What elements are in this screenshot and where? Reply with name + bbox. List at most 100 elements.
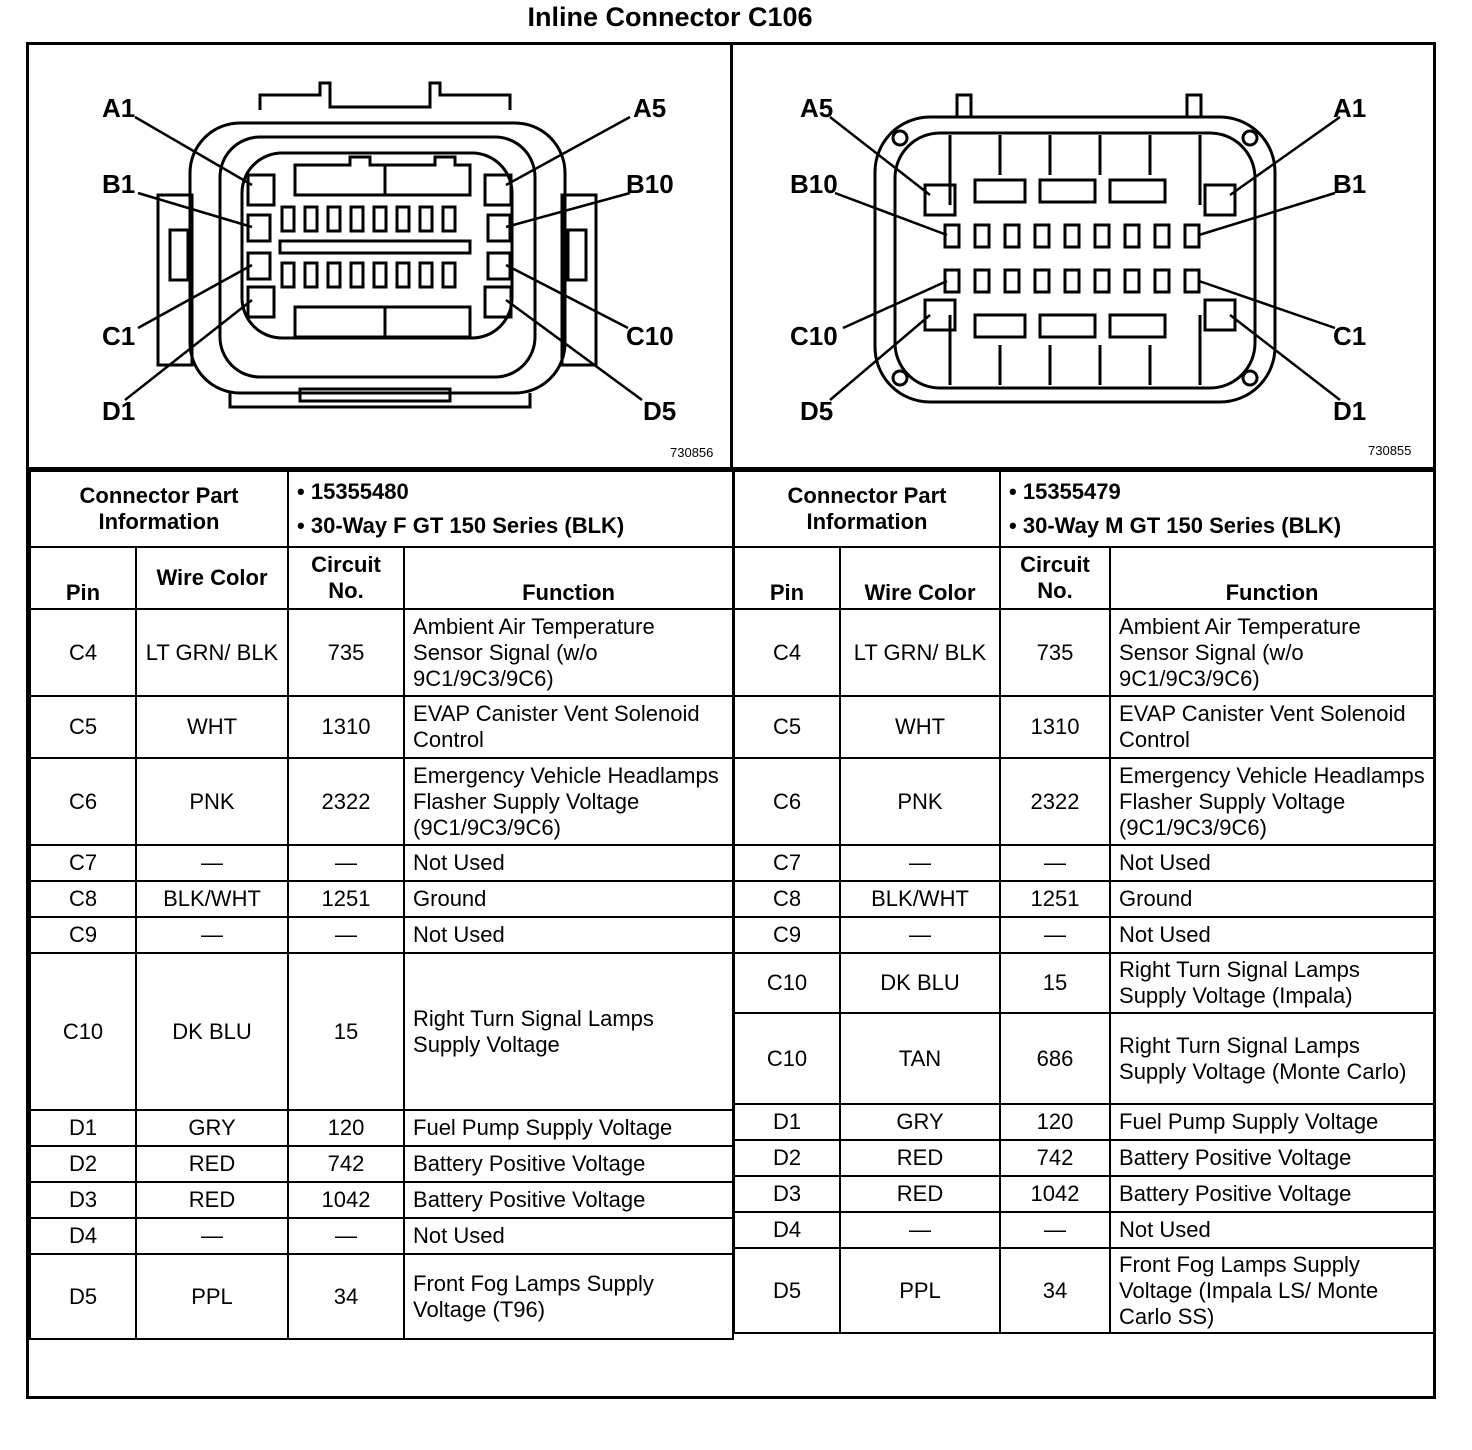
wire-color-cell: — bbox=[134, 844, 290, 882]
wire-color-cell: PPL bbox=[838, 1247, 1002, 1334]
wire-color-cell: — bbox=[838, 916, 1002, 954]
pin-cell: C10 bbox=[733, 1012, 841, 1105]
pin-cell: C8 bbox=[29, 880, 137, 918]
part-info-row: Connector Part Information • 15355479 • … bbox=[732, 470, 1436, 548]
wire-color-cell: GRY bbox=[134, 1109, 290, 1147]
function-cell: Fuel Pump Supply Voltage bbox=[403, 1109, 735, 1147]
wire-color-cell: PNK bbox=[838, 757, 1002, 846]
part-description: 30-Way M GT 150 Series (BLK) bbox=[1022, 513, 1342, 538]
function-cell: Front Fog Lamps Supply Voltage (Impala L… bbox=[1109, 1247, 1436, 1334]
function-cell: Right Turn Signal Lamps Supply Voltage bbox=[403, 952, 735, 1111]
wire-color-cell: WHT bbox=[134, 695, 290, 759]
col-header-function: Function bbox=[1109, 546, 1436, 610]
wire-color-cell: RED bbox=[134, 1181, 290, 1219]
pin-cell: C7 bbox=[733, 844, 841, 882]
table-row: D4——Not Used bbox=[29, 1217, 735, 1255]
circuit-cell: 120 bbox=[287, 1109, 406, 1147]
female-pinout-table: Connector Part Information • 15355480 • … bbox=[28, 470, 735, 1340]
pin-cell: C9 bbox=[29, 916, 137, 954]
function-cell: Not Used bbox=[403, 844, 735, 882]
circuit-cell: 15 bbox=[999, 952, 1112, 1014]
pin-label-b1: B1 bbox=[102, 169, 135, 199]
circuit-cell: — bbox=[999, 1211, 1112, 1249]
pin-cell: C10 bbox=[733, 952, 841, 1014]
table-row: C9——Not Used bbox=[733, 916, 1436, 954]
function-cell: Ambient Air Temperature Sensor Signal (w… bbox=[403, 608, 735, 697]
female-connector-drawing: A1 B1 C1 D1 A5 B10 C10 D5 730856 bbox=[102, 81, 713, 460]
function-cell: Ambient Air Temperature Sensor Signal (w… bbox=[1109, 608, 1436, 697]
pin-cell: D4 bbox=[29, 1217, 137, 1255]
pin-cell: D4 bbox=[733, 1211, 841, 1249]
pin-cell: C5 bbox=[733, 695, 841, 759]
wire-color-cell: LT GRN/ BLK bbox=[838, 608, 1002, 697]
pin-cell: D3 bbox=[29, 1181, 137, 1219]
pin-label-d1: D1 bbox=[102, 396, 135, 426]
pin-label-c10: C10 bbox=[626, 321, 674, 351]
pin-label-c1: C1 bbox=[102, 321, 135, 351]
function-cell: EVAP Canister Vent Solenoid Control bbox=[1109, 695, 1436, 759]
pin-cell: C6 bbox=[733, 757, 841, 846]
wire-color-cell: RED bbox=[134, 1145, 290, 1183]
wire-color-cell: — bbox=[838, 1211, 1002, 1249]
pin-label-d5: D5 bbox=[643, 396, 676, 426]
circuit-cell: — bbox=[999, 844, 1112, 882]
diagram-divider bbox=[730, 44, 733, 468]
wire-color-cell: PPL bbox=[134, 1253, 290, 1340]
col-header-wire-color: Wire Color bbox=[134, 546, 290, 610]
circuit-cell: — bbox=[287, 1217, 406, 1255]
function-cell: Ground bbox=[403, 880, 735, 918]
pin-cell: C6 bbox=[29, 757, 137, 846]
pin-label-c1: C1 bbox=[1333, 321, 1366, 351]
pin-label-d1: D1 bbox=[1333, 396, 1366, 426]
wire-color-cell: PNK bbox=[134, 757, 290, 846]
diagram-bottom-rule bbox=[26, 467, 1436, 470]
wire-color-cell: BLK/WHT bbox=[838, 880, 1002, 918]
table-row: C7——Not Used bbox=[29, 844, 735, 882]
part-info-label: Connector Part Information bbox=[732, 470, 1002, 548]
pin-cell: C10 bbox=[29, 952, 137, 1111]
page-title: Inline Connector C106 bbox=[527, 2, 813, 32]
circuit-cell: 735 bbox=[287, 608, 406, 697]
male-pinout-table: Connector Part Information • 15355479 • … bbox=[732, 470, 1436, 1334]
wire-color-cell: GRY bbox=[838, 1103, 1002, 1141]
wire-color-cell: BLK/WHT bbox=[134, 880, 290, 918]
pin-cell: D1 bbox=[29, 1109, 137, 1147]
part-description: 30-Way F GT 150 Series (BLK) bbox=[310, 513, 625, 538]
table-row: D4——Not Used bbox=[733, 1211, 1436, 1249]
circuit-cell: 742 bbox=[999, 1139, 1112, 1177]
wire-color-cell: DK BLU bbox=[838, 952, 1002, 1014]
circuit-cell: 1251 bbox=[287, 880, 406, 918]
function-cell: Front Fog Lamps Supply Voltage (T96) bbox=[403, 1253, 735, 1340]
wire-color-cell: TAN bbox=[838, 1012, 1002, 1105]
function-cell: Battery Positive Voltage bbox=[1109, 1175, 1436, 1213]
circuit-cell: 742 bbox=[287, 1145, 406, 1183]
circuit-cell: 15 bbox=[287, 952, 406, 1111]
function-cell: Battery Positive Voltage bbox=[403, 1181, 735, 1219]
circuit-cell: 1310 bbox=[999, 695, 1112, 759]
pin-cell: D2 bbox=[29, 1145, 137, 1183]
male-leader-lines bbox=[829, 115, 1341, 401]
pin-label-b1: B1 bbox=[1333, 169, 1366, 199]
circuit-cell: — bbox=[287, 916, 406, 954]
pin-cell: C8 bbox=[733, 880, 841, 918]
function-cell: Emergency Vehicle Headlamps Flasher Supp… bbox=[1109, 757, 1436, 846]
circuit-cell: 34 bbox=[287, 1253, 406, 1340]
circuit-cell: 34 bbox=[999, 1247, 1112, 1334]
pin-label-b10: B10 bbox=[790, 169, 838, 199]
col-header-pin: Pin bbox=[733, 546, 841, 610]
part-info-details: • 15355480 • 30-Way F GT 150 Series (BLK… bbox=[287, 470, 735, 548]
wire-color-cell: — bbox=[134, 916, 290, 954]
function-cell: Not Used bbox=[403, 916, 735, 954]
